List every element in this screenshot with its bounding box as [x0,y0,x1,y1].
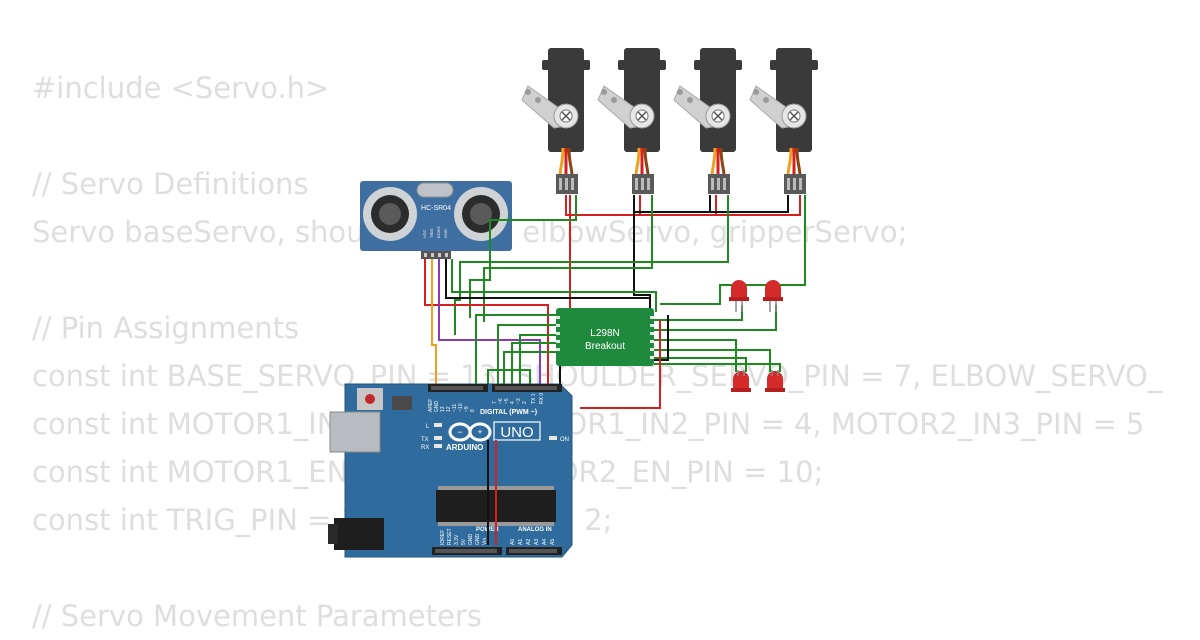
sensor-pin-label: TRIG [429,228,434,238]
pin-label: GND [468,534,474,546]
arduino-brand: ARDUINO [446,443,483,452]
on-led-label: ON [560,437,569,443]
pin-label: A5 [550,539,556,545]
pin-label: A2 [526,539,532,545]
driver-subtitle: Breakout [585,341,625,352]
motor-driver[interactable]: L298N Breakout [556,308,654,366]
servo-motor[interactable] [521,48,590,194]
pin-label: GND [434,401,440,413]
pin-label: ~10 [458,403,464,412]
pin-label: ~3 [516,398,522,404]
svg-text:+: + [477,427,482,437]
pin-label: 2 [522,401,528,404]
sensor-pin-label: VCC [422,229,427,238]
pin-label: Vin [482,538,488,545]
arduino-logo: − + [448,422,492,442]
code-line: #include <Servo.h> [32,71,330,105]
pin-label: 13 [440,406,446,412]
board-model: UNO [500,424,533,441]
arduino-board[interactable]: AREF GND 13 12 ~11 ~10 ~9 8 7 ~6 ~5 4 ~3… [328,383,573,558]
pin-label: 3.3V [454,534,460,545]
ultrasonic-sensor[interactable]: HC-SR04 VCC TRIG ECHO GND [360,181,512,259]
pin-label: A0 [510,539,516,545]
pin-label: ~5 [504,398,510,404]
tx-led-label: TX [421,437,429,443]
pin-label: 8 [470,409,476,412]
rx-led-label: RX [421,445,429,451]
servo-motor[interactable] [749,48,818,194]
pin-label: RX 0 [539,393,545,404]
led[interactable] [763,280,783,312]
sensor-pin-label: GND [443,229,448,238]
driver-title: L298N [590,328,619,339]
l-led-label: L [426,424,430,430]
pin-label: A3 [534,539,540,545]
pin-label: GND [475,534,481,546]
pin-label: ~9 [464,406,470,412]
pin-label: 7 [492,401,498,404]
board-wiring [487,440,497,545]
pin-label: A4 [542,539,548,545]
pin-label: TX 1 [531,393,537,404]
analog-header-label: ANALOG IN [518,527,552,533]
sensor-label: HC-SR04 [421,205,451,212]
pin-label: 4 [510,401,516,404]
pin-label: ~11 [452,404,458,412]
servo-motor[interactable] [597,48,666,194]
pin-label: AREF [428,399,434,412]
led[interactable] [731,370,751,392]
code-line: // Pin Assignments [32,311,300,345]
svg-text:−: − [457,427,462,437]
pin-label: 12 [446,406,452,412]
pin-label: RESET [447,528,453,545]
pin-label: ~6 [498,398,504,404]
wiring [424,195,806,535]
pin-label: A1 [518,539,524,545]
servo-motor[interactable] [673,48,742,194]
code-line: // Servo Definitions [32,167,309,201]
sensor-pin-label: ECHO [436,226,441,238]
code-line: // Servo Movement Parameters [32,599,482,633]
digital-header-label: DIGITAL (PWM ~) [480,409,537,416]
pin-label: 5V [461,538,467,545]
led[interactable] [765,370,785,392]
pin-label: IOREF [440,530,446,545]
led[interactable] [729,280,749,312]
